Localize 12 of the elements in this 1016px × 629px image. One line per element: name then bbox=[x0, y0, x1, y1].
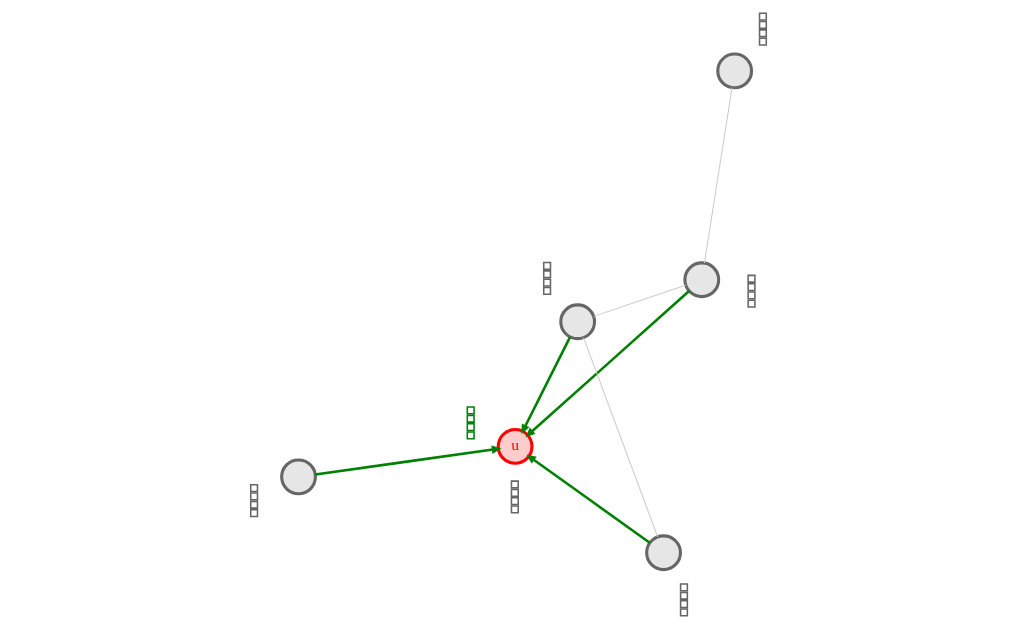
connector bbox=[703, 87, 733, 264]
arrow bbox=[525, 454, 650, 544]
connector bbox=[582, 337, 658, 538]
node-circle bbox=[644, 534, 682, 572]
arrow bbox=[314, 445, 502, 476]
node-circle bbox=[558, 303, 596, 341]
node-circle bbox=[715, 52, 753, 90]
node-circle bbox=[279, 458, 317, 496]
node-circle bbox=[682, 261, 720, 299]
connector bbox=[592, 284, 686, 317]
arrow bbox=[524, 290, 690, 438]
arrow bbox=[520, 336, 571, 435]
